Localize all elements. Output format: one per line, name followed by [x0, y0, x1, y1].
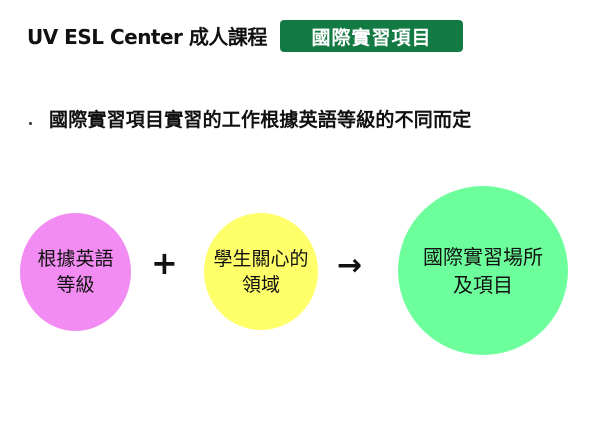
node-label-line1: 國際實習場所 — [423, 244, 543, 269]
page-title: UV ESL Center 成人課程 — [27, 25, 267, 49]
node-label-line1: 學生關心的 — [213, 247, 309, 270]
node-label-line2: 等級 — [56, 274, 95, 296]
bullet-text: 國際實習項目實習的工作根據英語等級的不同而定 — [49, 109, 472, 131]
node-label-line2: 領域 — [241, 273, 280, 296]
arrow-right-icon: → — [337, 248, 363, 283]
plus-icon: + — [151, 244, 178, 282]
node-label-line2: 及項目 — [453, 272, 513, 297]
section-badge: 國際實習項目 — [280, 20, 463, 52]
node-english-level: 根據英語 等級 — [20, 213, 131, 331]
node-internship-result: 國際實習場所 及項目 — [398, 186, 568, 355]
node-student-interest: 學生關心的 領域 — [204, 213, 318, 330]
node-label-line1: 根據英語 — [37, 248, 114, 270]
bullet-dot — [29, 122, 32, 125]
